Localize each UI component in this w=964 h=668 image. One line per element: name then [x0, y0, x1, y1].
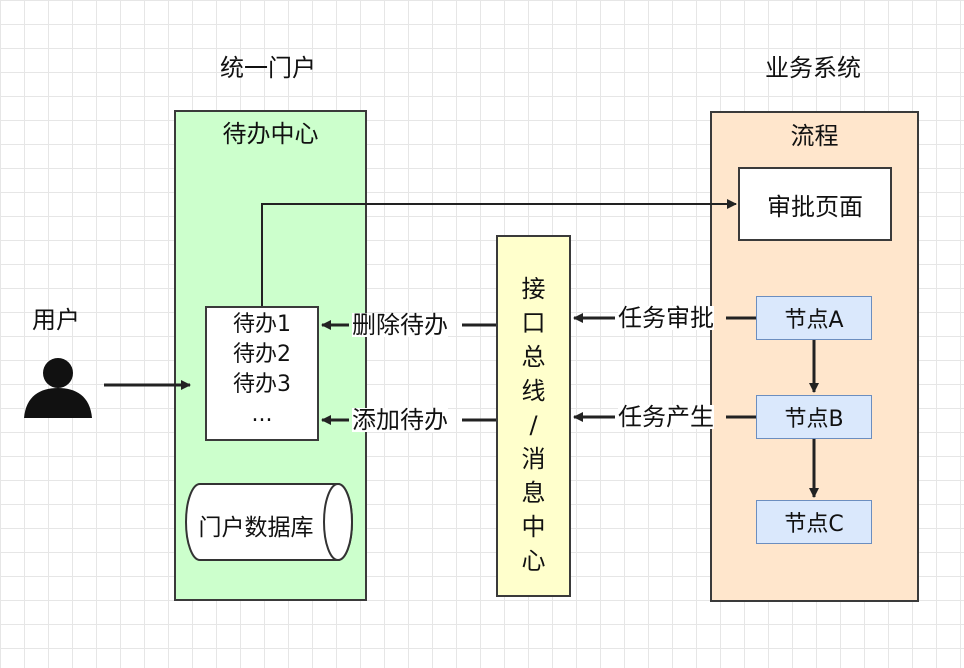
portal-database-label: 门户数据库 [198, 515, 314, 541]
database-icon [185, 483, 353, 561]
todo-item: 待办3 [233, 372, 291, 397]
node-a-label: 节点A [784, 308, 844, 333]
delete-todo-label: 删除待办 [352, 311, 448, 339]
todo-item: 待办1 [233, 312, 291, 337]
process-title: 流程 [790, 122, 839, 150]
todo-to-approval-arrow [261, 199, 737, 306]
todo-list-items: 待办1 待办2 待办3 ... [205, 310, 319, 430]
task-created-label: 任务产生 [618, 403, 714, 431]
user-icon [24, 358, 92, 418]
bus-char: / [529, 411, 538, 439]
todo-item: 待办2 [233, 342, 291, 367]
node-a: 节点A [756, 296, 872, 340]
bus-char: 口 [521, 309, 546, 337]
add-todo-label: 添加待办 [352, 406, 448, 434]
node-b: 节点B [756, 395, 872, 439]
bus-char: 接 [521, 275, 546, 303]
task-approval-label: 任务审批 [618, 304, 714, 332]
bus-char: 中 [521, 513, 546, 541]
bus-char: 线 [521, 377, 546, 405]
node-c: 节点C [756, 500, 872, 544]
node-b-label: 节点B [784, 407, 844, 432]
approval-page-box: 审批页面 [738, 167, 892, 241]
portal-heading: 统一门户 [220, 54, 316, 82]
node-c-label: 节点C [784, 512, 844, 537]
bus-char: 消 [521, 445, 546, 473]
bus-char: 息 [521, 479, 546, 507]
biz-system-heading: 业务系统 [765, 54, 861, 82]
approval-page-label: 审批页面 [767, 192, 863, 221]
todo-center-title: 待办中心 [222, 120, 319, 148]
todo-list-box [205, 306, 319, 441]
message-bus-label: 接 口 总 线 / 消 息 中 心 [496, 272, 571, 578]
message-bus-panel [496, 235, 571, 597]
bus-char: 心 [521, 547, 546, 575]
user-label: 用户 [32, 306, 80, 334]
bus-char: 总 [521, 343, 546, 371]
todo-item: ... [251, 402, 273, 427]
